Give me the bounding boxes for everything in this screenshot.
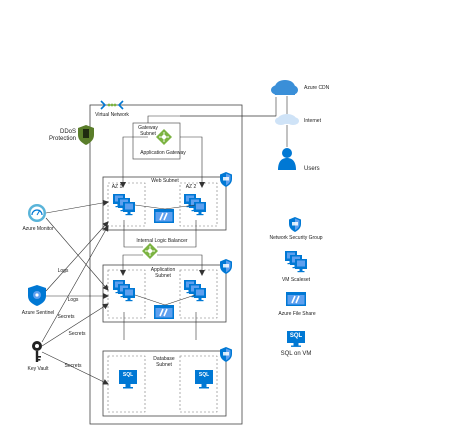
app-az2-box [179, 269, 218, 319]
az2-label: AZ 2 [185, 184, 197, 190]
edge-label-secrets: Secrets [57, 314, 75, 320]
cloud-cdn-icon [271, 80, 298, 95]
nsg-shield-icon [220, 347, 232, 362]
azure-cdn-label: Azure CDN [304, 85, 330, 91]
legend-nsg-icon [289, 217, 301, 232]
file-share-icon [153, 304, 175, 320]
key-vault-icon [32, 341, 42, 362]
key-vault-label: Key Vault [27, 366, 49, 372]
vm-scaleset-icon [184, 194, 206, 215]
legend-file-share-label: Azure File Share [278, 311, 316, 317]
legend-file-share-icon [285, 291, 307, 307]
virtual-network-label: Virtual Network [95, 112, 129, 118]
azure-monitor-label: Azure Monitor [22, 226, 54, 232]
vnet-icon [100, 100, 124, 110]
nsg-shield-icon [220, 259, 232, 274]
vm-scaleset-icon [113, 194, 135, 215]
legend-sql-vm-icon [287, 331, 305, 347]
vm-scaleset-icon [113, 280, 135, 301]
internet-label: Internet [304, 118, 321, 124]
file-share-icon [153, 208, 175, 224]
users-label: Users [304, 166, 320, 172]
sql-vm-label: SQL [122, 372, 134, 378]
edge-label-secrets: Secrets [68, 331, 86, 337]
ddos-protection-label: DDoS Protection [48, 129, 76, 142]
edge-label-logs: Logs [57, 268, 69, 274]
legend-sql-on-vm-label: SQL on VM [280, 351, 312, 357]
legend-nsg-label: Network Security Group [269, 235, 323, 241]
connectors [120, 97, 277, 340]
internal-lb-label: Internal Logic Balancer [136, 238, 188, 244]
sql-vm-label: SQL [198, 372, 210, 378]
edge-label-logs: Logs [67, 297, 79, 303]
application-subnet-label: Application Subnet [150, 267, 176, 279]
azure-sentinel-label: Azure Sentinel [21, 310, 55, 316]
legend-sql-icon-text: SQL [289, 333, 303, 339]
gateway-subnet-label: Gateway Subnet [138, 125, 158, 137]
gateway-subnet-box [132, 122, 181, 160]
database-subnet-label: Database Subnet [153, 356, 175, 368]
nsg-shield-icon [220, 172, 232, 187]
az1-label: AZ 1 [111, 184, 123, 190]
legend-vm-scaleset-label: VM Scaleset [281, 277, 311, 283]
internet-cloud-icon [275, 114, 299, 125]
users-icon [278, 148, 296, 170]
db-az2-box [179, 355, 218, 413]
application-gateway-label: Application Gateway [140, 150, 186, 156]
ddos-protection-icon [78, 125, 94, 145]
vnet-boundary [89, 104, 243, 425]
internal-load-balancer-icon [141, 242, 159, 260]
legend-vm-scaleset-icon [285, 251, 307, 272]
web-subnet-label: Web Subnet [151, 178, 179, 184]
edge-label-secrets: Secrets [64, 363, 82, 369]
vm-scaleset-icon [184, 280, 206, 301]
left-connectors [41, 199, 109, 385]
azure-monitor-icon [28, 204, 46, 222]
azure-sentinel-icon [28, 285, 46, 306]
